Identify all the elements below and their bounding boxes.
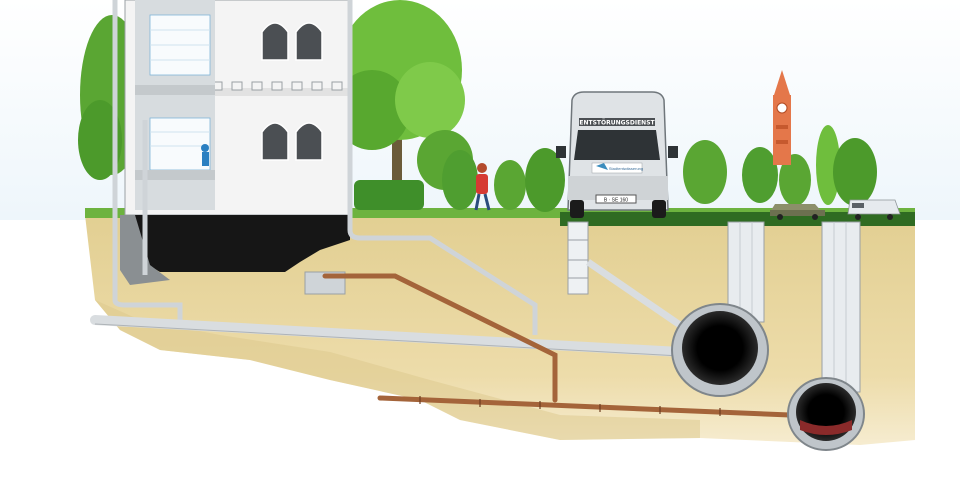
house-drain-pipe — [90, 315, 685, 357]
tree-row — [442, 125, 877, 212]
van-distant — [847, 199, 901, 220]
window-upper-right — [295, 22, 323, 61]
soil-deep-band — [95, 300, 700, 440]
clock-tower — [773, 70, 791, 165]
van-license-plate: B · SE 160 — [604, 198, 628, 204]
tree-center — [334, 0, 473, 190]
main-sewer-small — [787, 377, 865, 451]
car-distant — [770, 204, 825, 220]
window-upper-left — [261, 22, 289, 61]
basement — [125, 215, 350, 272]
van-header-label: ENTSTÖRUNGSDIENST — [579, 120, 655, 127]
grass-strip — [85, 208, 915, 218]
window-lower-left — [261, 122, 289, 161]
downpipe-right — [347, 0, 538, 335]
brown-pipe-network — [322, 273, 793, 418]
manhole-shaft-2 — [821, 221, 861, 393]
service-van: ENTSTÖRUNGSDIENST Stadtentwässerung B · … — [556, 91, 678, 218]
hedge — [354, 180, 424, 210]
van-logo-text: Stadtentwässerung — [609, 166, 643, 171]
main-sewer-large — [671, 303, 769, 397]
window-lower-right — [295, 122, 323, 161]
building — [124, 0, 351, 216]
pedestrian — [474, 163, 491, 211]
street-inlet — [567, 221, 589, 295]
downpipe-left — [112, 0, 183, 320]
inlet-connector-pipe — [586, 259, 682, 328]
